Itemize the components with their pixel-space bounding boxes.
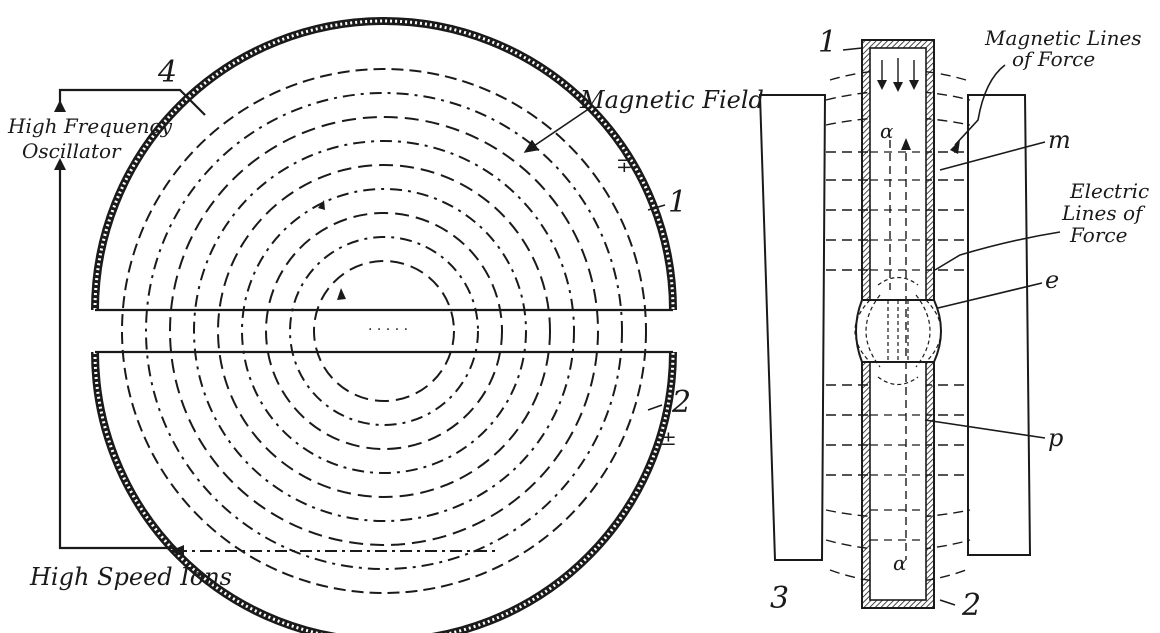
magnet-pole-left (758, 94, 827, 561)
magnet-label-3: 3 (770, 581, 789, 616)
label-e: e (1045, 266, 1059, 294)
magnet-pole-right (967, 94, 1032, 556)
label-alpha-top: α (880, 119, 894, 143)
wire-arrow-up (54, 100, 66, 112)
incoming-arrowheads (877, 80, 919, 92)
center-marks: · · · · · (368, 322, 408, 338)
right-leaders (842, 47, 1061, 606)
oscillator-wiring (58, 88, 206, 550)
wire-arrow-oscillator (54, 158, 66, 170)
particle-arrow-up (901, 138, 911, 150)
side-label-1: 1 (818, 25, 837, 60)
ion-direction-arrow-top (318, 200, 325, 210)
mag-lines-arrowhead (950, 140, 960, 154)
leader-dee-1 (647, 204, 666, 211)
dee-label-2: 2 (671, 385, 691, 420)
leader-magnetic-field (523, 107, 591, 153)
mag-lines-label-line2: of Force (1012, 47, 1095, 71)
ion-exit-arrow (170, 545, 184, 557)
label-p: p (1048, 424, 1063, 452)
label-alpha-bottom: α (893, 551, 907, 575)
incoming-arrows (881, 58, 915, 84)
top-dee (91, 17, 677, 312)
wire-label-4: 4 (157, 55, 177, 90)
leader-dee-2 (647, 404, 663, 411)
particle-path (889, 140, 907, 560)
dee-label-1: 1 (668, 185, 687, 220)
electric-label-line1: Electric (1069, 179, 1149, 203)
polarity-sign-top: ∓ (616, 153, 633, 177)
electric-gap-region (854, 276, 942, 386)
magnetic-field-label: Magnetic Field (579, 86, 764, 114)
magnetic-field-circles (121, 68, 647, 594)
oscillator-label-line2: Oscillator (22, 139, 122, 163)
high-speed-ions-label: High Speed Ions (29, 563, 232, 591)
bottom-dee (91, 350, 677, 633)
electric-label-line3: Force (1069, 223, 1127, 247)
polarity-sign-bottom: ± (660, 426, 677, 450)
electric-label-line2: Lines of (1061, 201, 1146, 225)
magnetic-lines-inside (870, 151, 926, 541)
mag-lines-label-line1: Magnetic Lines (984, 26, 1142, 50)
side-label-2: 2 (961, 588, 981, 623)
label-m: m (1048, 126, 1071, 154)
dee-section-top (861, 39, 935, 311)
oscillator-label-line1: High Frequency (7, 114, 173, 138)
ion-direction-arrow-center (337, 288, 346, 300)
